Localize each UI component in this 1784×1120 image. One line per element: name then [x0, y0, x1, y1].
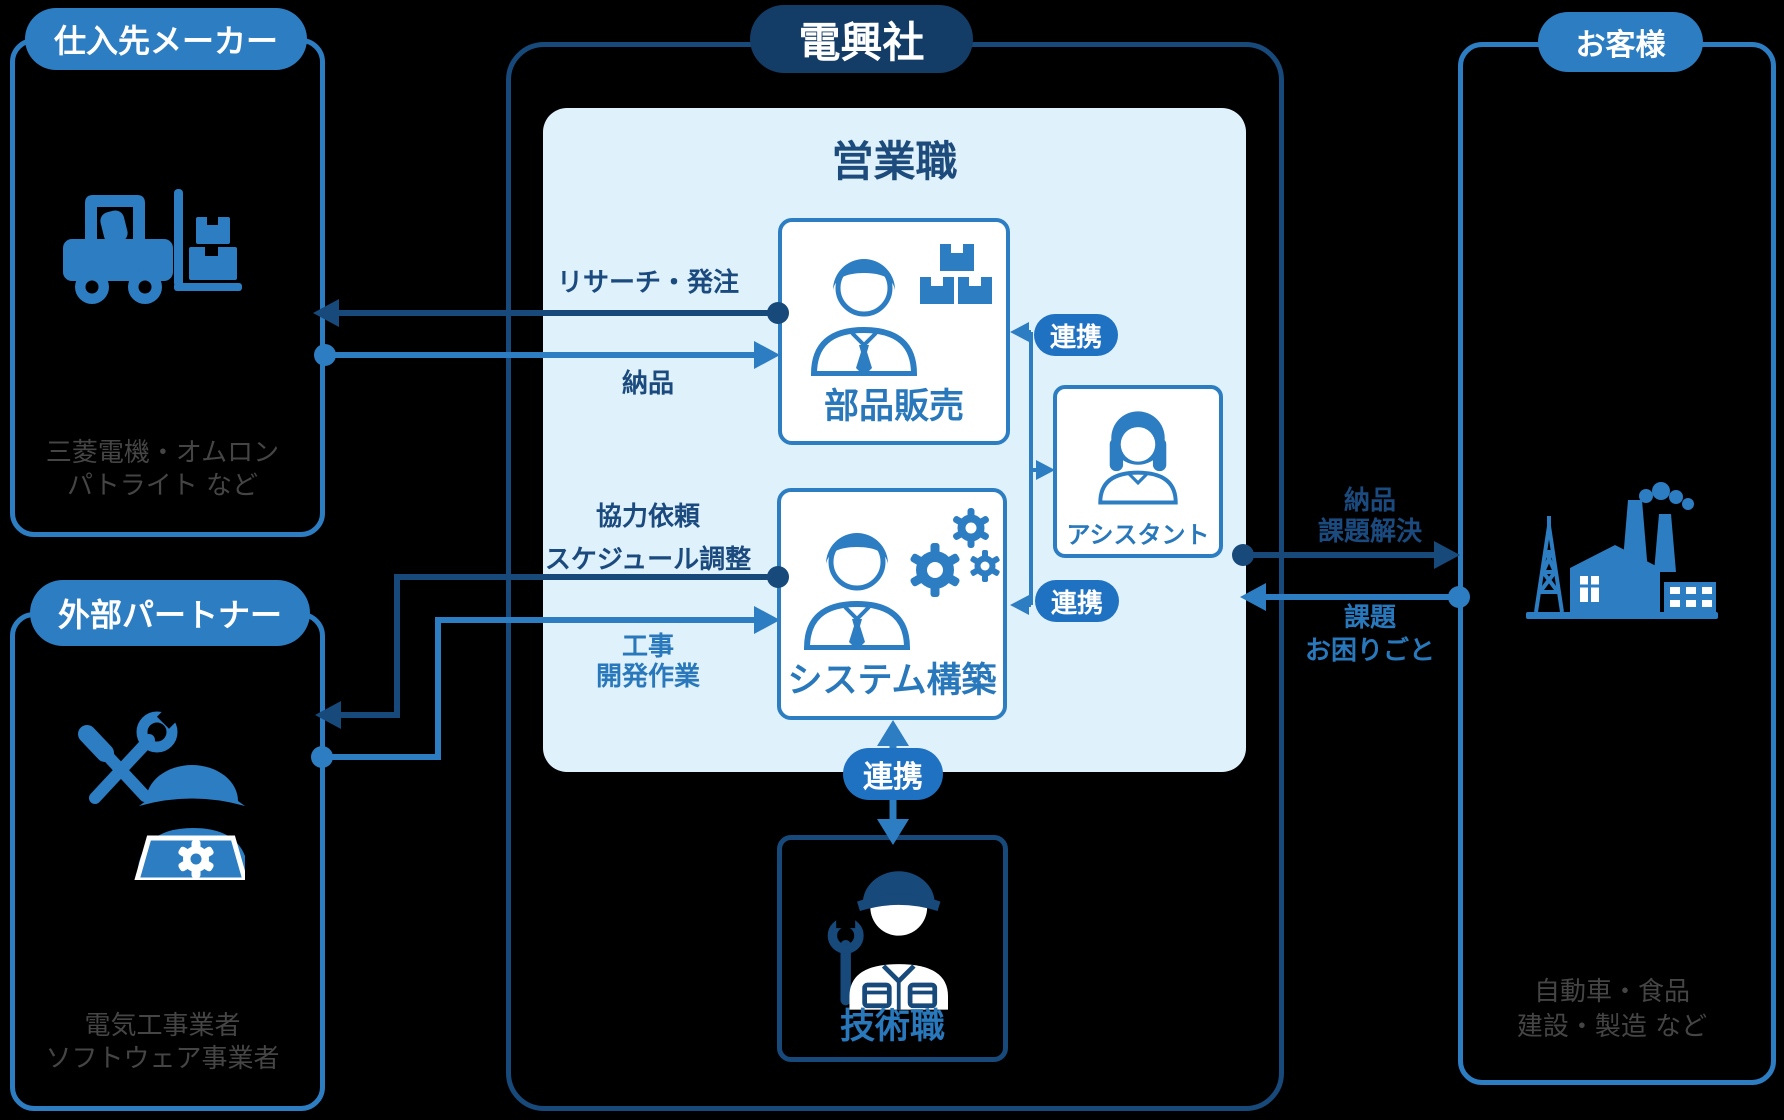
- label-delivery-right: 納品 課題解決: [1210, 486, 1530, 548]
- forklift-icon: [55, 183, 245, 313]
- parts-sales-node: 部品販売: [778, 218, 1010, 445]
- engineer-icon: [797, 510, 917, 650]
- arrow-construction-dev: [311, 606, 780, 768]
- supplier-note: 三菱電機・オムロン パトライト など: [10, 437, 315, 503]
- gears-icon: [909, 504, 1001, 600]
- label-construction: 工事 開発作業: [488, 632, 808, 692]
- system-build-node: システム構築: [777, 488, 1007, 720]
- system-build-label: システム構築: [787, 661, 997, 701]
- label-delivery-right-line2: 課題解決: [1317, 517, 1422, 547]
- tech-staff-label: 技術職: [839, 1007, 945, 1047]
- customer-note-line2: 建設・製造 など: [1516, 1012, 1708, 1042]
- arrow-delivery-right: [1232, 541, 1460, 569]
- assistant-link-lines: [1010, 322, 1055, 615]
- label-issues-line2: お困りごと: [1304, 636, 1435, 666]
- parts-boxes-icon: [920, 244, 994, 306]
- label-cooperation: 協力依頼 スケジュール調整: [488, 496, 808, 582]
- assistant-node: アシスタント: [1053, 385, 1223, 558]
- label-cooperation-line1: 協力依頼: [595, 502, 700, 532]
- supplier-pill: 仕入先メーカー: [25, 8, 307, 70]
- label-issues: 課題 お困りごと: [1210, 602, 1530, 668]
- label-cooperation-line2: スケジュール調整: [544, 545, 752, 575]
- arrow-cooperation-request: [315, 566, 789, 729]
- parts-sales-label: 部品販売: [823, 387, 964, 427]
- partner-worker-icon: [65, 648, 245, 880]
- link-badge-system: 連携: [1035, 580, 1119, 622]
- company-pill: 電興社: [750, 5, 973, 73]
- supplier-note-line1: 三菱電機・オムロン: [45, 438, 280, 468]
- label-issues-line1: 課題: [1343, 603, 1396, 633]
- supplier-note-line2: パトライト など: [66, 471, 259, 501]
- partner-pill: 外部パートナー: [30, 580, 310, 646]
- arrow-research-order: [313, 299, 789, 327]
- label-delivery-left: 納品: [621, 369, 674, 399]
- customer-pill: お客様: [1538, 12, 1703, 72]
- link-badge-parts: 連携: [1034, 314, 1118, 356]
- link-badge-tech: 連携: [843, 748, 943, 800]
- factory-icon: [1518, 448, 1723, 623]
- customer-note: 自動車・食品 建設・製造 など: [1458, 975, 1766, 1045]
- tech-staff-node: 技術職: [777, 835, 1008, 1062]
- label-research-order: リサーチ・発注: [556, 268, 739, 298]
- arrow-delivery-left: [314, 341, 780, 369]
- partner-note: 電気工事業者 ソフトウェア事業者: [10, 1010, 315, 1076]
- arrow-issues: [1240, 583, 1470, 611]
- customer-note-line1: 自動車・食品: [1533, 977, 1690, 1007]
- assistant-label: アシスタント: [1066, 521, 1210, 549]
- label-construction-line2: 開発作業: [595, 662, 700, 692]
- label-delivery-right-line1: 納品: [1343, 486, 1396, 516]
- assistant-woman-icon: [1083, 397, 1193, 509]
- sales-panel-title: 営業職: [831, 137, 958, 186]
- salesperson-icon: [804, 236, 924, 376]
- partner-note-line2: ソフトウェア事業者: [45, 1044, 280, 1074]
- partner-note-line1: 電気工事業者: [84, 1011, 241, 1041]
- label-construction-line1: 工事: [621, 632, 674, 662]
- technician-icon: [804, 850, 984, 1010]
